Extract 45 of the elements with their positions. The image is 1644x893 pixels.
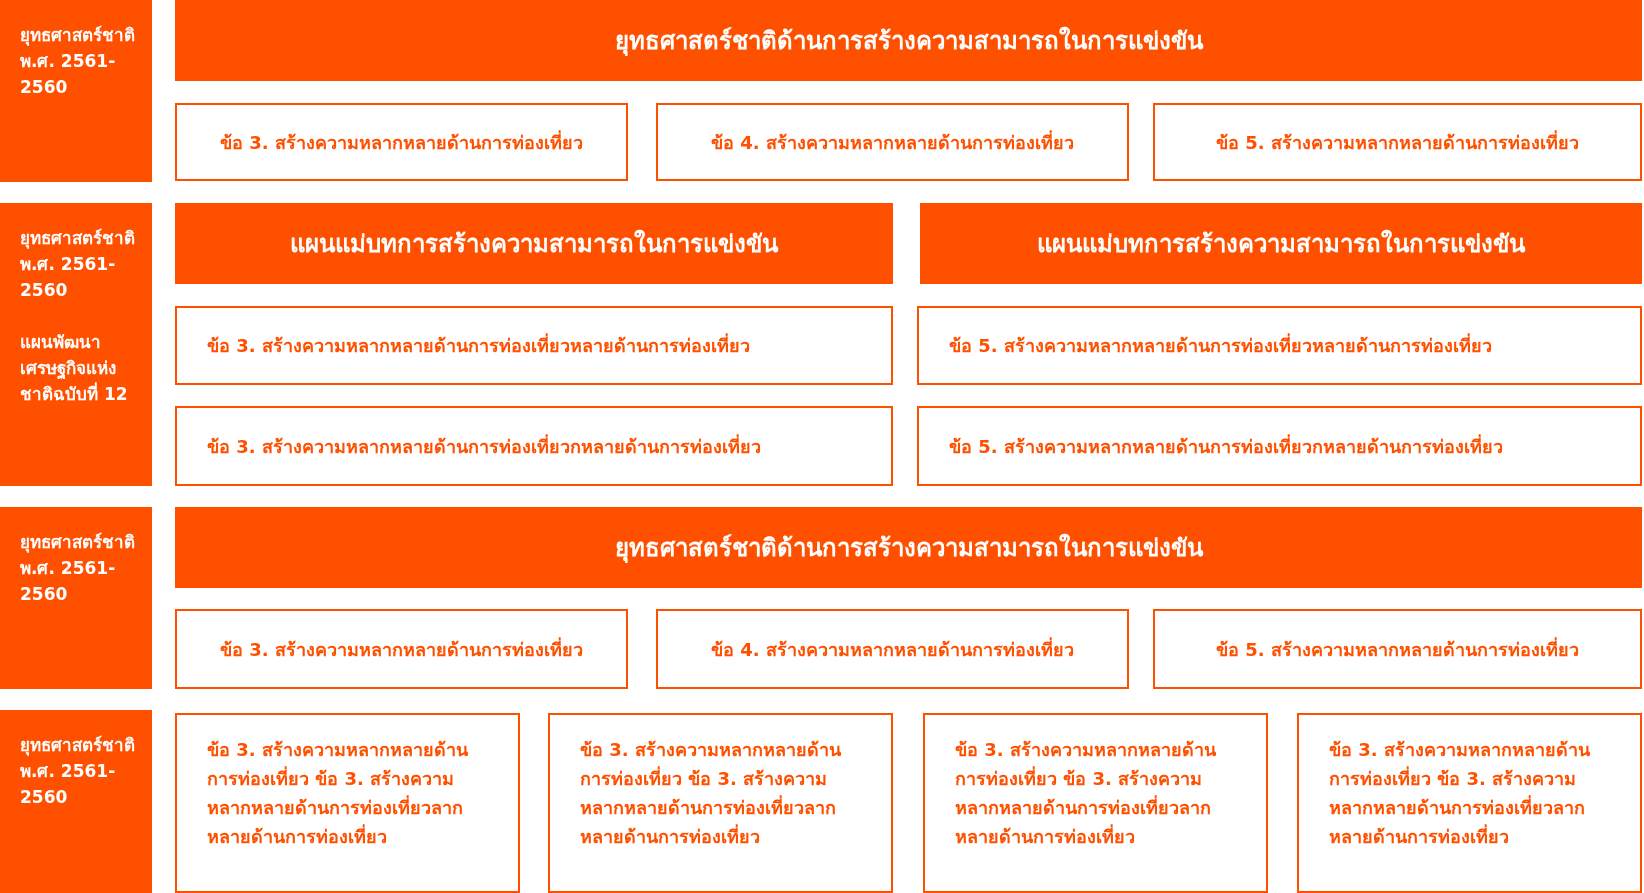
panel-label: ยุทธศาสตร์ชาติ พ.ศ. 2561-2560: [20, 734, 136, 809]
panel-label: ยุทธศาสตร์ชาติ พ.ศ. 2561-2560: [20, 531, 136, 606]
item-text: ข้อ 5. สร้างความหลากหลายด้านการท่องเที่ยวกหลายด้านการท่องเที่ยว: [949, 433, 1503, 459]
item-text: ข้อ 3. สร้างความหลากหลายด้านการท่องเที่ยว ข้อ 3. สร้างความหลากหลายด้านการท่องเที่ยวลากหลายด้านการท่องเที่ยว: [207, 738, 469, 849]
item-text: ข้อ 3. สร้างความหลากหลายด้านการท่องเที่ยวกหลายด้านการท่องเที่ยว: [207, 433, 761, 459]
heading-text: ยุทธศาสตร์ชาติด้านการสร้างความสามารถในการแข่งขัน: [614, 532, 1203, 565]
item-text: ข้อ 3. สร้างความหลากหลายด้านการท่องเที่ยว ข้อ 3. สร้างความหลากหลายด้านการท่องเที่ยวลากหลายด้านการท่องเที่ยว: [955, 738, 1217, 849]
side-panel: [0, 203, 152, 486]
item-box: [548, 713, 893, 893]
item-text: ข้อ 5. สร้างความหลากหลายด้านการท่องเที่ยว: [1216, 636, 1579, 662]
heading-band: [175, 507, 1642, 588]
item-box: [175, 103, 628, 181]
heading-band: [175, 203, 893, 284]
item-box: [656, 103, 1129, 181]
item-box: [1153, 609, 1642, 689]
item-text: ข้อ 3. สร้างความหลากหลายด้านการท่องเที่ยวหลายด้านการท่องเที่ยว: [207, 332, 750, 358]
item-text: ข้อ 4. สร้างความหลากหลายด้านการท่องเที่ยว: [711, 129, 1074, 155]
item-text: ข้อ 3. สร้างความหลากหลายด้านการท่องเที่ยว ข้อ 3. สร้างความหลากหลายด้านการท่องเที่ยวลากหลายด้านการท่องเที่ยว: [1329, 738, 1591, 849]
item-box: [175, 713, 520, 893]
item-text: ข้อ 5. สร้างความหลากหลายด้านการท่องเที่ยวหลายด้านการท่องเที่ยว: [949, 332, 1492, 358]
item-text: ข้อ 4. สร้างความหลากหลายด้านการท่องเที่ยว: [711, 636, 1074, 662]
item-text: ข้อ 3. สร้างความหลากหลายด้านการท่องเที่ยว: [220, 129, 583, 155]
side-panel: [0, 0, 152, 182]
item-box: [1297, 713, 1642, 893]
item-text: ข้อ 3. สร้างความหลากหลายด้านการท่องเที่ยว: [220, 636, 583, 662]
item-text: ข้อ 5. สร้างความหลากหลายด้านการท่องเที่ยว: [1216, 129, 1579, 155]
heading-band: [920, 203, 1642, 284]
side-panel: [0, 710, 152, 893]
item-box: [917, 306, 1642, 385]
heading-text: ยุทธศาสตร์ชาติด้านการสร้างความสามารถในการแข่งขัน: [614, 25, 1203, 58]
heading-text: แผนแม่บทการสร้างความสามารถในการแข่งขัน: [290, 228, 778, 260]
item-box: [923, 713, 1268, 893]
panel-label: แผนพัฒนาเศรษฐกิจแห่งชาติฉบับที่ 12: [20, 331, 129, 406]
item-box: [656, 609, 1129, 689]
item-box: [175, 406, 893, 486]
item-box: [917, 406, 1642, 486]
heading-text: แผนแม่บทการสร้างความสามารถในการแข่งขัน: [1037, 228, 1525, 260]
item-box: [1153, 103, 1642, 181]
item-text: ข้อ 3. สร้างความหลากหลายด้านการท่องเที่ยว ข้อ 3. สร้างความหลากหลายด้านการท่องเที่ยวลากหลายด้านการท่องเที่ยว: [580, 738, 842, 849]
item-box: [175, 609, 628, 689]
heading-band: [175, 0, 1642, 81]
side-panel: [0, 507, 152, 689]
panel-label: ยุทธศาสตร์ชาติ พ.ศ. 2561-2560: [20, 227, 136, 302]
panel-label: ยุทธศาสตร์ชาติ พ.ศ. 2561-2560: [20, 24, 136, 99]
item-box: [175, 306, 893, 385]
